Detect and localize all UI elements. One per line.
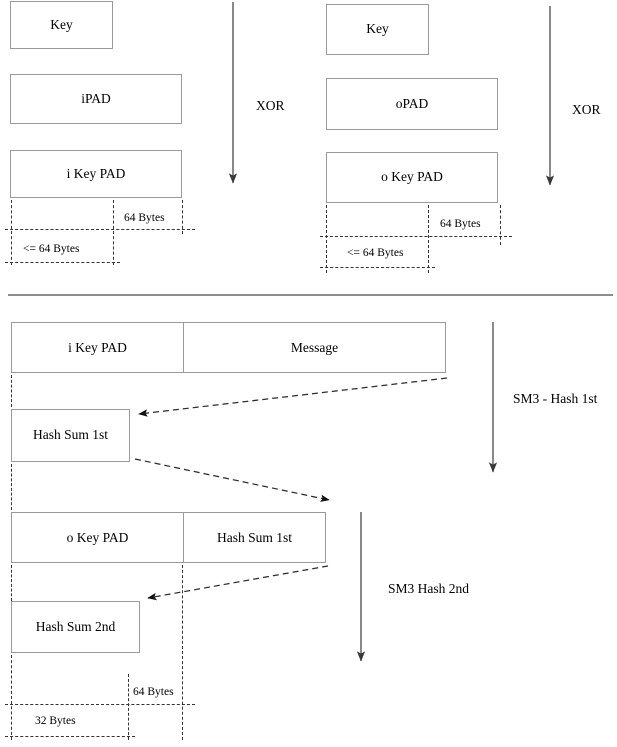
dim-line-left-lte64bytes [5, 262, 120, 263]
dim-label-right-64bytes: 64 Bytes [438, 218, 483, 231]
i-key-pad-box: i Key PAD [10, 150, 182, 198]
xor-label-left: XOR [256, 98, 285, 113]
dim-line-stage2-32bytes [5, 736, 135, 737]
inner-key-box: Key [10, 1, 113, 49]
outer-key-box-label: Key [366, 21, 389, 37]
flow-arrow-msg-to-hash1 [138, 377, 448, 417]
i-key-pad-box-label: i Key PAD [66, 165, 126, 181]
o-key-pad-box: o Key PAD [326, 152, 498, 203]
inner-concat-row: i Key PAD Message [11, 322, 446, 373]
dim-line-right-lte64bytes [320, 267, 435, 268]
hash-sum-2nd-box: Hash Sum 2nd [11, 601, 140, 653]
dim-label-stage2-64bytes: 64 Bytes [131, 686, 176, 699]
section-divider [8, 294, 613, 296]
stage2-guide-32bytes-col [128, 674, 129, 740]
hash-sum-1st-box-label: Hash Sum 1st [32, 427, 108, 443]
dim-label-left-lte64bytes: <= 64 Bytes [21, 243, 82, 256]
inner-concat-cell-message: Message [183, 323, 445, 372]
xor-label-right: XOR [572, 102, 601, 117]
stage2-guide-left-lower [11, 565, 12, 601]
opad-box: oPAD [326, 78, 498, 130]
opad-box-label: oPAD [395, 95, 429, 111]
dim-guide-right-b [428, 205, 429, 273]
dim-label-right-lte64bytes: <= 64 Bytes [345, 247, 406, 260]
outer-key-box: Key [326, 4, 429, 55]
dim-guide-left-c [182, 200, 183, 234]
dim-line-right-64bytes [320, 236, 512, 237]
stage2-guide-left-upper [11, 375, 12, 407]
stage2-guide-mid-col [182, 565, 183, 740]
inner-concat-cell-ikeypad: i Key PAD [12, 323, 183, 372]
dim-label-left-64bytes: 64 Bytes [122, 212, 167, 225]
sm3-hash-1st-label: SM3 - Hash 1st [513, 391, 598, 406]
stage2-guide-left-mid [11, 464, 12, 510]
stage2-guide-left-bottom [11, 655, 12, 740]
outer-concat-cell-okeypad: o Key PAD [12, 513, 183, 562]
outer-concat-row: o Key PAD Hash Sum 1st [11, 512, 326, 563]
sm3-hash-2nd-label: SM3 Hash 2nd [388, 581, 470, 596]
dim-label-stage2-32bytes: 32 Bytes [33, 715, 78, 728]
outer-concat-cell-hash1-label: Hash Sum 1st [216, 529, 292, 545]
outer-concat-cell-hash1: Hash Sum 1st [183, 513, 325, 562]
flow-arrow-outer-to-hash2 [147, 565, 329, 601]
ipad-box: iPAD [10, 74, 182, 124]
hash-sum-1st-box: Hash Sum 1st [11, 409, 130, 462]
dim-line-stage2-64bytes [5, 704, 195, 705]
dim-line-left-64bytes [5, 229, 195, 230]
hash-sum-2nd-box-label: Hash Sum 2nd [35, 618, 116, 634]
inner-concat-cell-ikeypad-label: i Key PAD [68, 339, 127, 355]
dim-guide-left-a [11, 200, 12, 265]
outer-concat-cell-okeypad-label: o Key PAD [66, 529, 129, 545]
dim-guide-right-c [500, 205, 501, 245]
ipad-box-label: iPAD [81, 90, 111, 106]
inner-key-box-label: Key [50, 16, 73, 32]
flow-arrow-hash1-to-outer [134, 458, 330, 502]
inner-concat-cell-message-label: Message [290, 339, 339, 355]
dim-guide-right-a [326, 205, 327, 273]
o-key-pad-box-label: o Key PAD [381, 169, 443, 185]
dim-guide-left-b [113, 200, 114, 265]
